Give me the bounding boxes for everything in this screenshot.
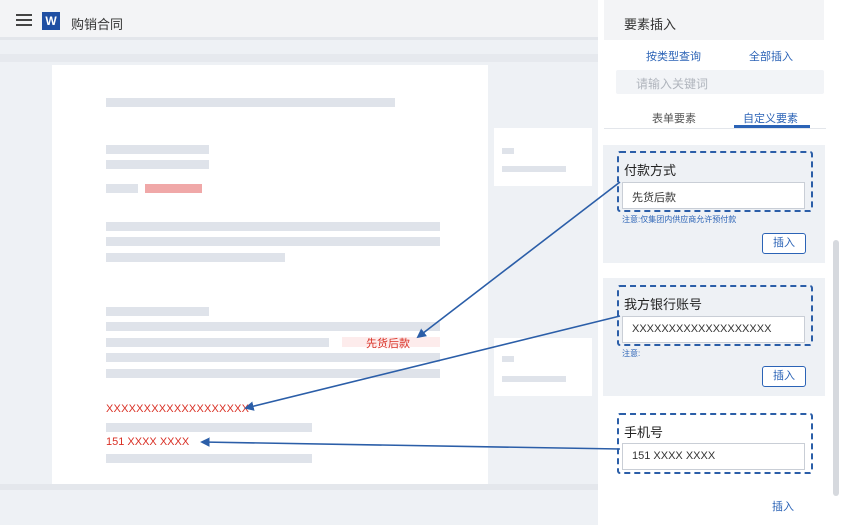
text-line <box>106 338 329 347</box>
field-note-bank-account: 注意: <box>622 349 641 358</box>
document-editor: W 购销合同 先货后款 XXXXXXXXXXXXXXXXXXX 151 XXXX… <box>0 0 598 525</box>
query-by-type-link[interactable]: 按类型查询 <box>646 51 701 63</box>
phone-field[interactable]: 151 XXXX XXXX <box>622 443 805 470</box>
tab-form-elements[interactable]: 表单要素 <box>652 113 696 125</box>
ruler <box>0 54 598 62</box>
search-placeholder: 请输入关键词 <box>636 77 709 91</box>
filled-bank-account: XXXXXXXXXXXXXXXXXXX <box>106 403 250 415</box>
text-line <box>106 160 209 169</box>
field-label-phone: 手机号 <box>624 425 664 440</box>
panel-header: 要素插入 <box>604 0 824 40</box>
insert-all-link[interactable]: 全部插入 <box>749 51 793 63</box>
panel-title: 要素插入 <box>624 17 677 32</box>
payment-method-field[interactable]: 先货后款 <box>622 182 805 209</box>
insert-bank-account-button[interactable]: 插入 <box>762 366 806 387</box>
hamburger-menu-icon[interactable] <box>16 14 32 26</box>
scrollbar-thumb[interactable] <box>833 240 839 496</box>
text-line <box>106 184 138 193</box>
bank-account-field[interactable]: XXXXXXXXXXXXXXXXXXX <box>622 316 805 343</box>
filled-payment-method: 先货后款 <box>366 338 410 350</box>
text-line <box>106 98 395 107</box>
document-title: 购销合同 <box>71 17 124 32</box>
page-footer-band <box>0 484 598 490</box>
word-app-icon: W <box>42 12 60 30</box>
text-line <box>106 222 440 231</box>
active-tab-indicator <box>734 125 810 128</box>
text-line <box>106 322 440 331</box>
tab-divider <box>604 128 826 129</box>
field-label-bank-account: 我方银行账号 <box>624 297 703 312</box>
tab-custom-elements[interactable]: 自定义要素 <box>743 113 798 125</box>
comment-card <box>494 338 592 396</box>
insert-phone-button[interactable]: 插入 <box>772 501 794 513</box>
text-line <box>106 237 440 246</box>
text-line <box>106 353 440 362</box>
text-line <box>106 423 312 432</box>
document-page[interactable]: 先货后款 XXXXXXXXXXXXXXXXXXX 151 XXXX XXXX <box>52 65 488 484</box>
text-line <box>106 454 312 463</box>
text-line <box>106 253 285 262</box>
search-input[interactable]: 请输入关键词 <box>616 70 824 94</box>
insert-payment-button[interactable]: 插入 <box>762 233 806 254</box>
field-note-payment: 注意:仅集团内供应商允许预付款 <box>622 215 737 224</box>
field-label-payment: 付款方式 <box>624 163 677 178</box>
filled-phone-number: 151 XXXX XXXX <box>106 436 190 448</box>
highlighted-text-line <box>145 184 202 193</box>
text-line <box>106 369 440 378</box>
text-line <box>106 307 209 316</box>
text-line <box>106 145 209 154</box>
comment-card <box>494 128 592 186</box>
title-bar: W 购销合同 <box>0 0 598 40</box>
